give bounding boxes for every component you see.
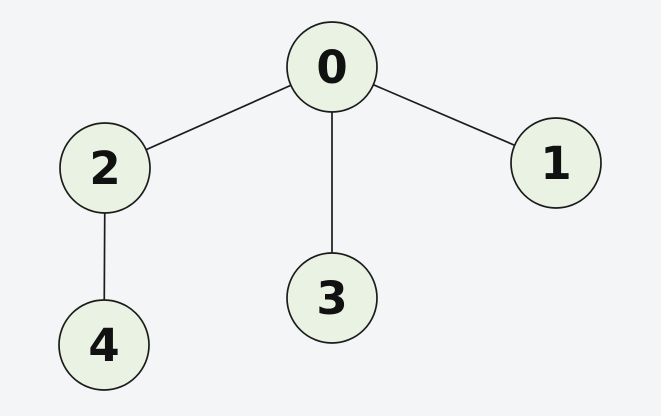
graph-node-1: 1 — [510, 117, 602, 209]
node-label-1: 1 — [540, 137, 571, 190]
node-circle-0 — [286, 21, 378, 113]
node-label-4: 4 — [88, 319, 119, 372]
graph-node-2: 2 — [59, 122, 151, 214]
node-circle-4 — [58, 299, 150, 391]
node-circle-1 — [510, 117, 602, 209]
nodes-layer: 0 1 2 3 4 — [58, 21, 602, 391]
graph-node-3: 3 — [286, 252, 378, 344]
node-label-2: 2 — [89, 142, 120, 195]
graph-node-4: 4 — [58, 299, 150, 391]
graph-node-0: 0 — [286, 21, 378, 113]
node-label-3: 3 — [316, 272, 347, 325]
node-circle-3 — [286, 252, 378, 344]
node-label-0: 0 — [316, 41, 347, 94]
node-circle-2 — [59, 122, 151, 214]
